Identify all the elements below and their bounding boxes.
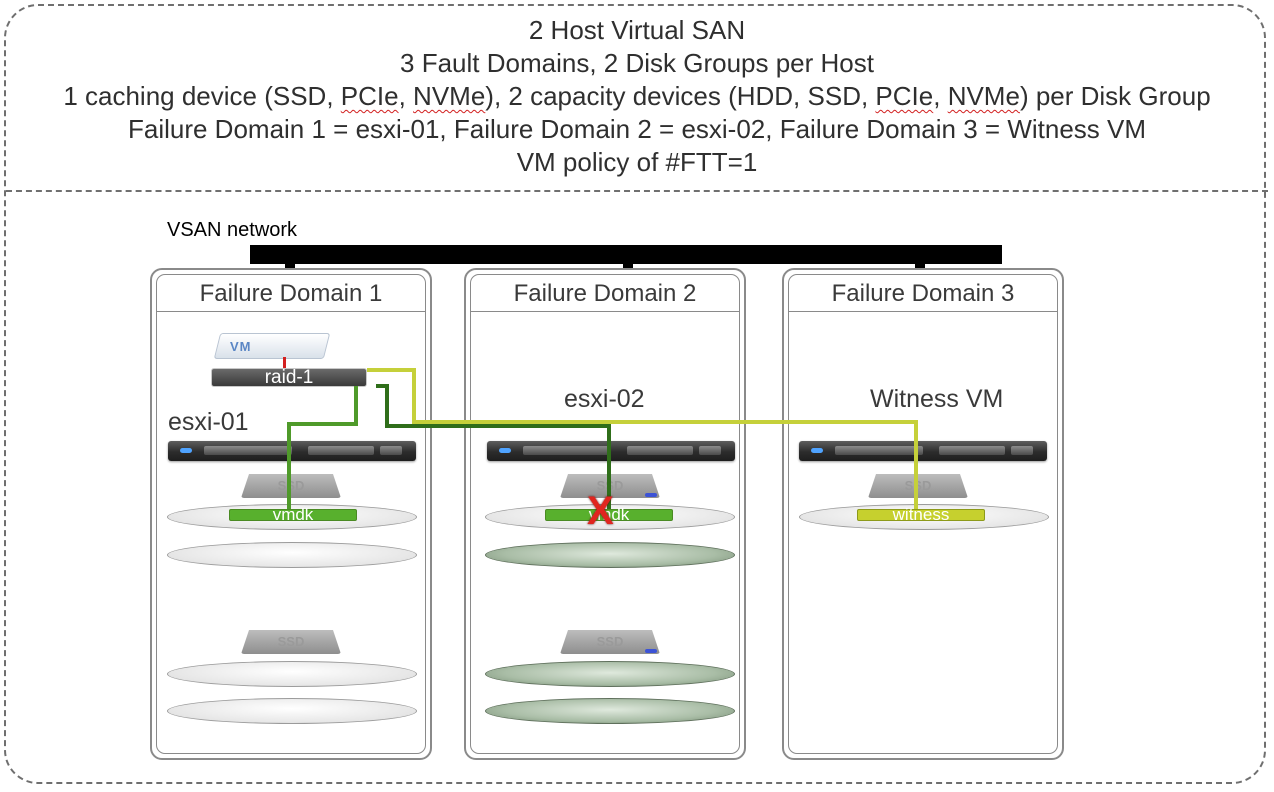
- header-line-fault-domains: 3 Fault Domains, 2 Disk Groups per Host: [400, 48, 874, 78]
- capacity-disk: [167, 542, 417, 568]
- failure-domain-2-title: Failure Domain 2: [513, 280, 697, 307]
- network-drop-1: [285, 262, 295, 270]
- failed-capacity-disk: [485, 661, 735, 687]
- failed-capacity-disk: [485, 698, 735, 724]
- raid-1-object: raid-1: [211, 368, 367, 387]
- host-label-esxi-02: esxi-02: [564, 385, 645, 413]
- cache-ssd-icon: SSD: [868, 474, 968, 498]
- witness-server: [799, 441, 1047, 461]
- network-drop-3: [915, 262, 925, 270]
- failure-x-icon: X: [587, 489, 614, 533]
- header: 2 Host Virtual SAN 3 Fault Domains, 2 Di…: [0, 14, 1274, 179]
- header-line-title: 2 Host Virtual SAN: [528, 15, 746, 45]
- failure-domain-1-title: Failure Domain 1: [199, 280, 383, 307]
- capacity-disk: [167, 661, 417, 687]
- diagram-frame: [4, 4, 1266, 784]
- cache-ssd-icon: SSD: [241, 630, 341, 654]
- header-line-policy: VM policy of #FTT=1: [516, 147, 758, 177]
- vsan-network-label: VSAN network: [167, 219, 298, 241]
- capacity-disk: [167, 698, 417, 724]
- failed-capacity-disk: [485, 542, 735, 568]
- ssd-led: [645, 649, 657, 653]
- cache-ssd-icon: SSD: [241, 474, 341, 498]
- esxi-01-server: [168, 441, 416, 461]
- failure-domain-3-title: Failure Domain 3: [831, 280, 1015, 307]
- vm-logo: VM: [230, 339, 252, 354]
- header-divider: [6, 190, 1268, 192]
- cache-ssd-icon: SSD: [560, 630, 660, 654]
- network-drop-2: [623, 262, 633, 270]
- vmdk-component-esxi-02: vmdk: [545, 506, 673, 523]
- header-line-domain-mapping: Failure Domain 1 = esxi-01, Failure Doma…: [127, 114, 1146, 144]
- vm-connector: [283, 357, 286, 368]
- esxi-02-server: [487, 441, 735, 461]
- vsan-network-bar: [250, 245, 1002, 264]
- vmdk-component-esxi-01: vmdk: [229, 506, 357, 523]
- host-label-esxi-01: esxi-01: [168, 408, 249, 436]
- header-line-devices: 1 caching device (SSD, PCIe, NVMe), 2 ca…: [63, 81, 1211, 111]
- ssd-led: [645, 493, 657, 497]
- witness-component: witness: [857, 506, 985, 523]
- host-label-witness: Witness VM: [870, 385, 1004, 413]
